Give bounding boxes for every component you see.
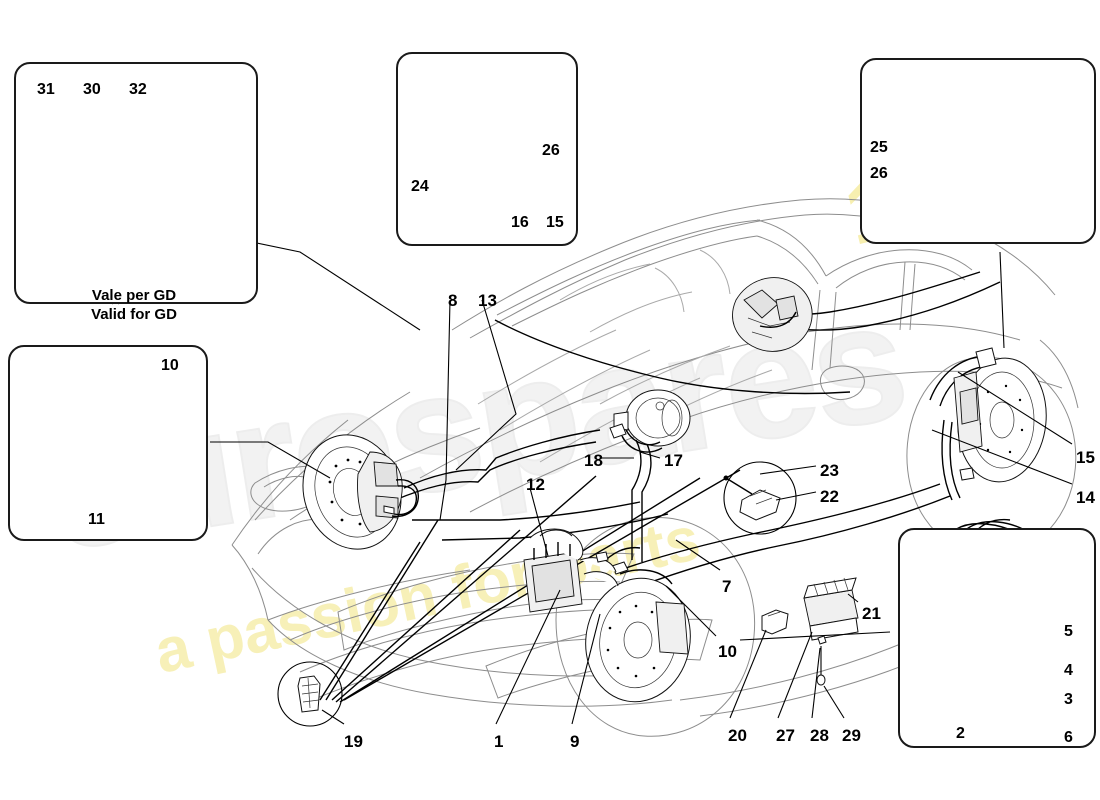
callout-21: 21 [862,604,881,623]
detail-box-front-caliper-sensor [396,52,578,246]
clip-19-detail-circle [278,662,342,726]
callout-31: 31 [37,81,55,98]
front-brake-assembly [288,422,418,562]
callout-22: 22 [820,487,839,506]
detail-box-rear-caliper-sensor [860,58,1096,244]
callout-17: 17 [664,451,683,470]
callout-5: 5 [1064,623,1073,640]
callout-26-front: 26 [542,142,560,159]
caption-valid-for-gd-it: Vale per GD [91,287,177,304]
detail-box-front-disc-hose [8,345,208,541]
callout-7: 7 [722,577,732,596]
rear-right-brake [952,348,1052,486]
callout-15-detail: 15 [546,214,564,231]
callout-11: 11 [88,511,105,528]
relay-block-parts [762,578,858,685]
callout-25: 25 [870,139,888,156]
callout-26-rear: 26 [870,165,888,182]
rear-brake-assembly-lower [576,562,700,710]
callout-4: 4 [1064,662,1073,679]
callout-6: 6 [1064,729,1073,746]
callout-28: 28 [810,726,829,745]
callout-27: 27 [776,726,795,745]
rear-caliper-upper [733,278,813,352]
callout-1: 1 [494,732,504,751]
callout-10: 10 [718,642,737,661]
callout-20: 20 [728,726,747,745]
abs-unit-on-car [524,529,618,612]
callout-14: 14 [1076,488,1095,507]
callout-12: 12 [526,475,545,494]
callout-9: 9 [570,732,580,751]
sensor-22-23-detail-circle [724,462,797,534]
callout-13: 13 [478,291,497,310]
watermark-tagline: a passion for parts [148,504,706,687]
callout-2: 2 [956,725,965,742]
callout-32: 32 [129,81,147,98]
brake-servo [610,390,690,452]
callout-23: 23 [820,461,839,480]
callout-19: 19 [344,732,363,751]
callout-15: 15 [1076,448,1095,467]
callout-10-detail: 10 [161,357,179,374]
callout-29: 29 [842,726,861,745]
detail-box-brake-servo-pipework [14,62,258,304]
callout-16: 16 [511,214,529,231]
callout-3: 3 [1064,691,1073,708]
callout-18: 18 [584,451,603,470]
callout-30: 30 [83,81,101,98]
caption-valid-for-gd-en: Valid for GD [91,306,177,323]
detail-box-abs-bracket [898,528,1096,748]
callout-24: 24 [411,178,429,195]
callout-8: 8 [448,291,458,310]
